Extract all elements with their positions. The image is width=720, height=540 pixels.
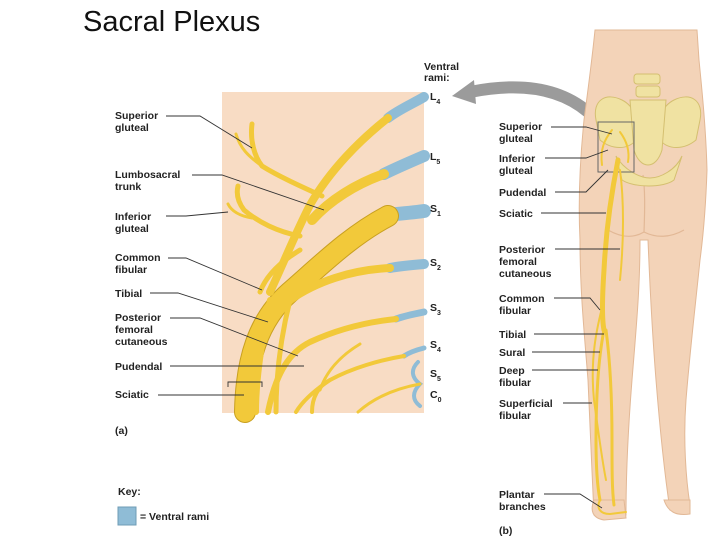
root-label-s2: S2 [430, 257, 441, 272]
pudendal-nerve [310, 378, 332, 414]
label-b-sural: Sural [499, 347, 525, 359]
slide-title: Sacral Plexus [83, 6, 261, 38]
ramus-s2 [385, 259, 429, 273]
connector-arrowhead [452, 80, 476, 104]
label-a-sciatic: Sciatic [115, 389, 149, 401]
panel-a-leaders [150, 115, 325, 396]
label-a-pudendal: Pudendal [115, 361, 162, 373]
legend-key: Key: = Ventral rami [117, 486, 209, 526]
panel-b-label: (b) [499, 525, 512, 537]
label-b-sciatic: Sciatic [499, 208, 533, 220]
connector-arrow [468, 81, 592, 117]
panel-a-label: (a) [115, 425, 128, 437]
label-b-pudendal: Pudendal [499, 187, 546, 199]
root-label-l4: L4 [430, 91, 440, 106]
sciatic-nerve-leg [600, 157, 621, 333]
root-label-s4: S4 [430, 339, 441, 354]
inferior-gluteal-nerve [234, 183, 303, 239]
panel-b-leaders [532, 126, 620, 509]
key-item-label: = Ventral rami [140, 511, 209, 523]
root-label-c0: C0 [430, 389, 442, 404]
root-label-l5: L5 [430, 151, 440, 166]
root-label-s1: S1 [430, 203, 441, 218]
sciatic-trunk [235, 206, 398, 422]
root-labels: L4 L5 S1 S2 S3 S4 S5 C0 [430, 91, 442, 404]
plexus-nerves [226, 114, 422, 423]
leg-nerves [591, 129, 630, 516]
label-a-tibial: Tibial [115, 288, 142, 300]
label-b-tibial: Tibial [499, 329, 526, 341]
pelvis [594, 73, 702, 187]
key-heading: Key: [118, 486, 141, 498]
key-swatch [117, 506, 137, 526]
root-label-s3: S3 [430, 302, 441, 317]
root-label-s5: S5 [430, 368, 441, 383]
